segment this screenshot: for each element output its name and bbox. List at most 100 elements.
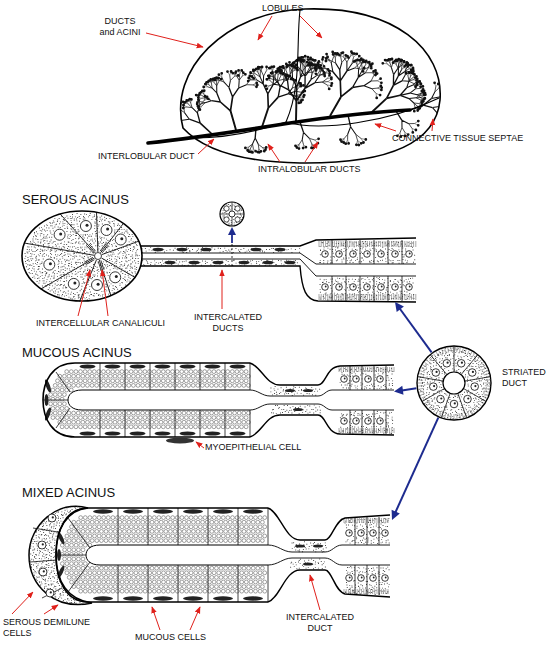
demilune-nucleus xyxy=(39,568,47,576)
nucleolus xyxy=(454,402,456,404)
striated-cell-nucleus xyxy=(341,418,348,425)
nucleolus xyxy=(395,286,397,288)
cross-section-nucleus xyxy=(235,217,240,222)
striated-cell-nucleus xyxy=(364,284,371,291)
cell-boundary xyxy=(24,212,139,301)
mucous-cell-nucleus xyxy=(80,365,96,369)
mucous-cell-nucleus xyxy=(243,596,263,600)
serous-cell-nucleus xyxy=(110,272,121,283)
striated-cell-boundary xyxy=(350,366,386,390)
nucleolus xyxy=(381,286,383,288)
duct-lumen xyxy=(250,404,394,410)
nucleolus xyxy=(353,286,355,288)
nucleolus xyxy=(436,371,438,373)
intercalated-nucleus xyxy=(263,261,274,265)
intercalated-duct-cross-section xyxy=(220,202,244,226)
mucous-acinus-outline xyxy=(43,363,250,437)
striated-cell-boundary xyxy=(355,565,379,595)
striated-cell-nucleus xyxy=(353,376,360,383)
nucleolus xyxy=(385,532,387,534)
nucleolus xyxy=(43,570,45,572)
duct-wall xyxy=(250,363,394,385)
part-label: DUCTS and ACINI xyxy=(98,16,142,38)
nucleolus xyxy=(373,532,375,534)
striated-cell-nucleus xyxy=(378,251,385,258)
part-label: CONNECTIVE TISSUE SEPTAE xyxy=(392,133,523,144)
nucleolus xyxy=(361,577,363,579)
intercalated-nucleus xyxy=(201,248,212,252)
striated-cytoplasm xyxy=(339,367,393,390)
part-label: MUCOUS CELLS xyxy=(135,632,206,643)
striated-cell-boundary xyxy=(418,346,491,418)
striated-cell-nucleus xyxy=(358,530,365,537)
nucleolus xyxy=(349,577,351,579)
intercalated-nucleus xyxy=(285,389,295,392)
striated-cell-nucleus xyxy=(341,376,348,383)
leader-arrow xyxy=(222,270,223,309)
serous-cell-nucleus xyxy=(92,280,103,291)
mucous-cell-nucleus xyxy=(243,509,263,513)
leader-lines xyxy=(12,16,433,630)
striated-cell-nucleus xyxy=(443,360,451,368)
nucleolus xyxy=(440,397,442,399)
striated-cell-nucleus xyxy=(382,575,389,582)
section-heading: SEROUS ACINUS xyxy=(22,192,129,207)
mucous-cell-nucleus xyxy=(123,596,143,600)
part-label: INTERCALATED DUCTS xyxy=(190,312,266,334)
nucleolus xyxy=(380,420,382,422)
striated-cell-nucleus xyxy=(350,284,357,291)
nucleolus xyxy=(368,420,370,422)
mucous-cell-nucleus xyxy=(230,365,246,369)
striated-cell-nucleus xyxy=(353,418,360,425)
duct-wall-stipple xyxy=(142,247,301,266)
nucleolus xyxy=(368,378,370,380)
nucleolus xyxy=(356,420,358,422)
mucous-cell-nucleus xyxy=(213,509,233,513)
mucin-granules xyxy=(46,370,250,429)
blue-pointer-head xyxy=(228,227,236,235)
part-label: INTRALOBULAR DUCTS xyxy=(258,164,361,175)
serous-detail xyxy=(24,203,416,301)
connector-line xyxy=(400,309,432,353)
leader-arrow xyxy=(102,270,108,316)
leader-arrow xyxy=(196,442,204,448)
duct-wall-stipple xyxy=(270,386,320,414)
striated-cytoplasm xyxy=(339,411,393,434)
nucleolus xyxy=(367,286,369,288)
intercalated-nucleus xyxy=(295,544,305,547)
striated-cell-nucleus xyxy=(432,369,440,377)
nucleolus xyxy=(115,275,118,278)
striated-cell-nucleus xyxy=(346,530,353,537)
striated-cell-boundary xyxy=(332,276,402,301)
cross-section-nucleus xyxy=(224,206,229,211)
mucous-cell-nucleus xyxy=(153,596,173,600)
striated-cell-nucleus xyxy=(392,284,399,291)
nucleolus xyxy=(361,532,363,534)
mucous-cell-nucleus xyxy=(130,365,146,369)
nucleolus xyxy=(349,532,351,534)
connector-arrow xyxy=(394,386,416,395)
mucous-cell-boundary xyxy=(57,508,268,602)
duct-lumen xyxy=(142,253,416,264)
nucleolus xyxy=(353,253,355,255)
nucleolus xyxy=(59,232,62,235)
mixed-detail xyxy=(25,498,390,613)
septum xyxy=(286,10,300,122)
mucous-cell-nucleus xyxy=(45,394,49,406)
striated-cell-nucleus xyxy=(378,284,385,291)
acinus-panel: MIXED ACINUS xyxy=(18,483,392,606)
connector-line xyxy=(395,418,438,513)
striated-cytoplasm xyxy=(419,348,491,420)
acinus-panel: MUCOUS ACINUS xyxy=(18,343,394,440)
leader-arrow xyxy=(44,605,58,614)
serous-cell-nucleus xyxy=(68,278,79,289)
mucous-cell-nucleus xyxy=(80,432,96,436)
serous-granules xyxy=(25,213,140,300)
part-label: MYOEPITHELIAL CELL xyxy=(205,442,301,453)
striated-cell-nucleus xyxy=(406,251,413,258)
intercalated-nucleus xyxy=(275,248,286,252)
striated-cell-nucleus xyxy=(364,251,371,258)
leader-arrow xyxy=(258,16,272,40)
nucleolus xyxy=(50,591,52,593)
nucleolus xyxy=(380,378,382,380)
